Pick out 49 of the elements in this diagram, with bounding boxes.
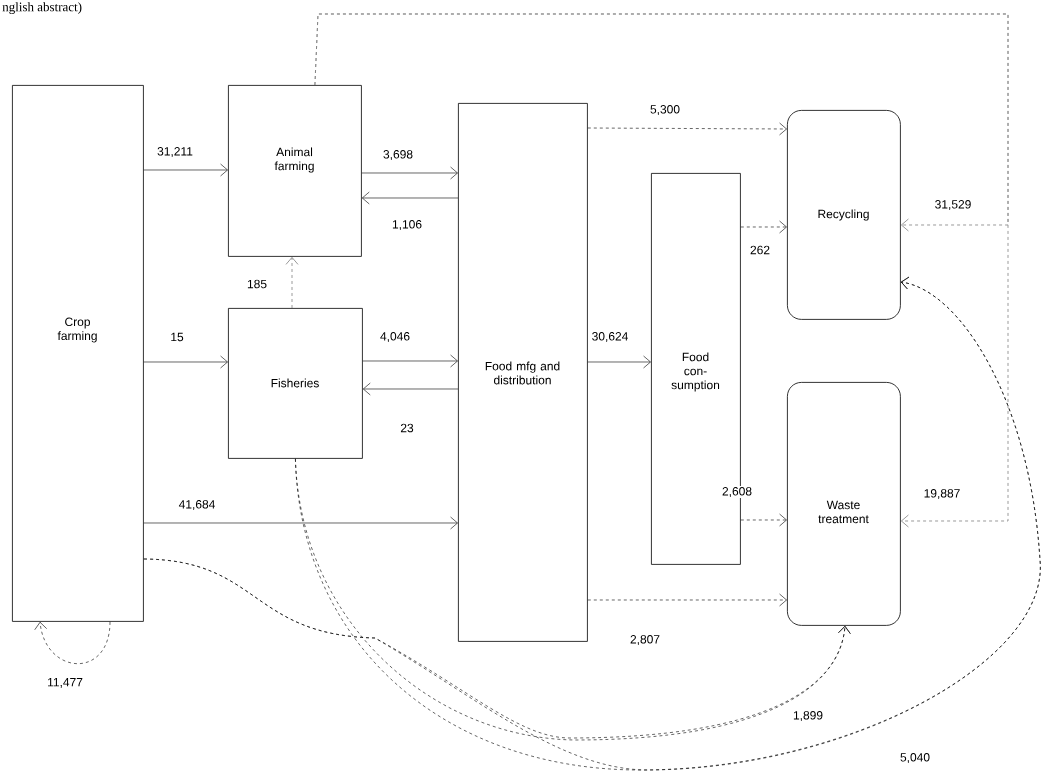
edge-label: 5,300 [649, 104, 681, 116]
arrow [361, 166, 458, 180]
edge-label: 19,887 [922, 488, 962, 500]
node-label: Recycling [818, 209, 869, 221]
arrow [362, 354, 458, 368]
edge-label: 23 [399, 422, 415, 434]
arrow [143, 276, 1041, 771]
process-box [458, 103, 588, 642]
edge-label: 185 [246, 278, 268, 290]
edge-label: 2,807 [629, 634, 661, 646]
edge-label: 31,211 [156, 146, 194, 158]
node-label: Animal farming [274, 147, 314, 173]
arrow [587, 355, 651, 369]
node-label: Crop farming [57, 317, 97, 343]
edge-label: 3,698 [382, 149, 414, 161]
heading-text: nglish abstract) [2, 2, 82, 15]
arrow [587, 122, 787, 136]
edge-label: 41,684 [177, 499, 217, 511]
arrow [143, 355, 228, 369]
arrow [314, 13, 1009, 528]
edge-label: 31,529 [933, 199, 973, 211]
arrow [361, 191, 459, 205]
arrow [740, 513, 787, 527]
arrow [143, 516, 458, 530]
process-box [228, 85, 362, 257]
edge-label: 30,624 [590, 331, 630, 343]
process-box [12, 85, 144, 622]
edge-label: 1,106 [391, 219, 423, 231]
arrow [34, 621, 111, 664]
rounded-box [787, 382, 901, 626]
rounded-box [787, 110, 901, 320]
arrow [285, 257, 299, 309]
node-label: Food con- sumption [671, 352, 720, 392]
node-label: Fisheries [271, 378, 319, 388]
arrow [143, 163, 228, 177]
arrow [362, 382, 459, 396]
edge-label: 5,040 [899, 752, 931, 764]
node-label: Waste treatment [818, 500, 869, 524]
edge-label: 4,046 [379, 331, 411, 343]
process-box [228, 308, 363, 459]
edge-label: 2,608 [721, 486, 753, 498]
edge-label: 1,899 [792, 710, 824, 722]
arrow [587, 593, 787, 607]
edge-label: 15 [169, 331, 185, 343]
edge-label: 262 [749, 244, 771, 256]
node-label: Food mfg and distribution [485, 361, 560, 385]
arrow [295, 458, 851, 741]
edge-label: 11,477 [46, 677, 84, 689]
arrow [740, 220, 787, 234]
